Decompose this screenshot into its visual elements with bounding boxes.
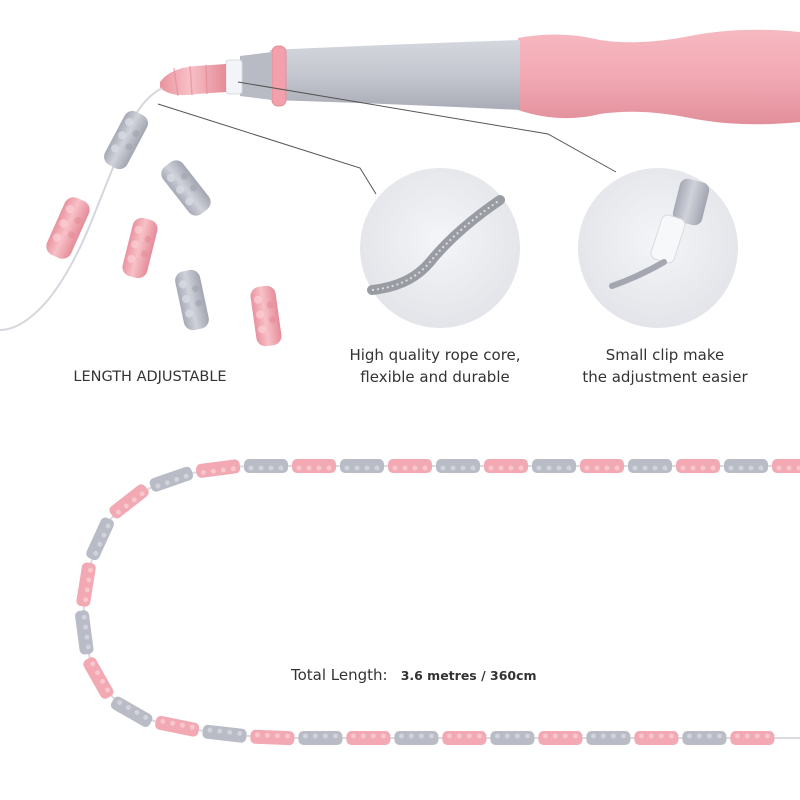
rope-core-caption: High quality rope core, flexible and dur… bbox=[349, 346, 521, 386]
loop-bead bbox=[76, 562, 96, 607]
loop-bead bbox=[244, 459, 288, 473]
loop-bead bbox=[196, 459, 241, 478]
loop-bead bbox=[436, 459, 480, 474]
loop-bead bbox=[586, 731, 631, 745]
loop-bead bbox=[388, 459, 432, 473]
total-length: Total Length: 3.6 metres / 360cm bbox=[291, 665, 537, 684]
loop-bead bbox=[75, 610, 94, 655]
callout-lines bbox=[157, 81, 617, 195]
loop-bead bbox=[109, 484, 149, 519]
loop-bead bbox=[724, 459, 768, 474]
rope-handle bbox=[160, 29, 800, 125]
loop-bead bbox=[298, 731, 343, 745]
loop-bead bbox=[730, 731, 775, 745]
loop-bead bbox=[202, 724, 247, 743]
loop-bead bbox=[580, 459, 624, 474]
loop-bead bbox=[532, 459, 576, 474]
loop-bead bbox=[86, 517, 114, 561]
loop-bead bbox=[634, 731, 679, 745]
small-clip-zoom bbox=[578, 168, 738, 328]
length-adjustable-caption: LENGTH ADJUSTABLE bbox=[73, 369, 227, 385]
loop-bead bbox=[155, 715, 200, 737]
small-clip-caption: Small clip make the adjustment easier bbox=[582, 346, 748, 386]
rope-loop bbox=[75, 459, 800, 746]
loop-bead bbox=[538, 731, 583, 745]
loop-bead bbox=[682, 731, 727, 745]
loop-bead bbox=[628, 459, 672, 474]
rope-core-zoom bbox=[360, 168, 520, 328]
loop-bead bbox=[484, 459, 528, 474]
loop-bead bbox=[676, 459, 720, 474]
total-length-value: 3.6 metres / 360cm bbox=[400, 668, 537, 683]
total-length-label: Total Length: bbox=[291, 666, 388, 684]
loop-bead bbox=[250, 729, 295, 746]
loop-bead bbox=[340, 459, 384, 473]
loop-bead bbox=[110, 696, 153, 727]
loop-bead bbox=[772, 459, 800, 473]
loop-bead bbox=[346, 731, 391, 745]
loose-beads bbox=[43, 107, 283, 348]
loop-bead bbox=[149, 466, 194, 492]
loop-bead bbox=[83, 657, 114, 699]
loop-bead bbox=[292, 459, 336, 473]
loop-bead bbox=[394, 731, 439, 745]
loop-bead bbox=[442, 731, 487, 745]
loop-bead bbox=[490, 731, 535, 745]
